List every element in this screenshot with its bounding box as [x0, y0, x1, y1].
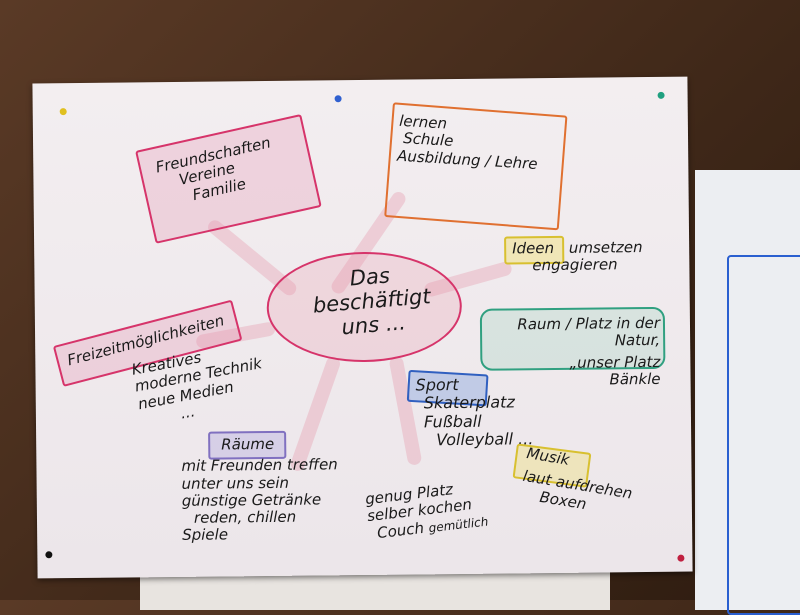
- ideen-node: Ideen umsetzen engagieren: [512, 238, 643, 275]
- blue-frame: [727, 255, 800, 615]
- node-title: Ideen: [512, 238, 555, 258]
- node-item: reden, chillen: [193, 507, 297, 527]
- node-item: Spiele: [182, 525, 229, 545]
- mindmap-poster: Das beschäftigt uns ... Freundschaften V…: [32, 76, 693, 579]
- lernen-node: lernen Schule Ausbildung / Lehre: [397, 112, 540, 173]
- platz-node: genug Platz selber kochen Couch gemütlic…: [364, 478, 489, 543]
- musik-node: Musik laut aufdrehen Boxen: [519, 444, 638, 520]
- sport-node: Sport Skaterplatz Fußball Volleyball ...: [416, 375, 534, 450]
- pin: [677, 554, 685, 562]
- node-title: Räume: [221, 434, 275, 454]
- node-title: Sport: [415, 374, 459, 395]
- node-title: Raum / Platz in der Natur,: [517, 313, 661, 350]
- adjacent-poster: [695, 170, 800, 615]
- pin: [45, 551, 53, 559]
- node-item: günstige Getränke: [181, 490, 322, 510]
- pin: [334, 95, 342, 103]
- node-title-rest: umsetzen: [568, 238, 643, 257]
- node-item: Skaterplatz: [423, 392, 515, 413]
- center-text: Das beschäftigt uns ...: [294, 259, 449, 343]
- pin: [59, 108, 67, 116]
- raeume-node: Räume mit Freunden treffen unter uns sei…: [181, 435, 338, 544]
- pin: [657, 91, 665, 99]
- node-item: engagieren: [532, 255, 618, 275]
- node-item: mit Freunden treffen: [181, 455, 338, 476]
- node-item: Couch: [376, 518, 425, 542]
